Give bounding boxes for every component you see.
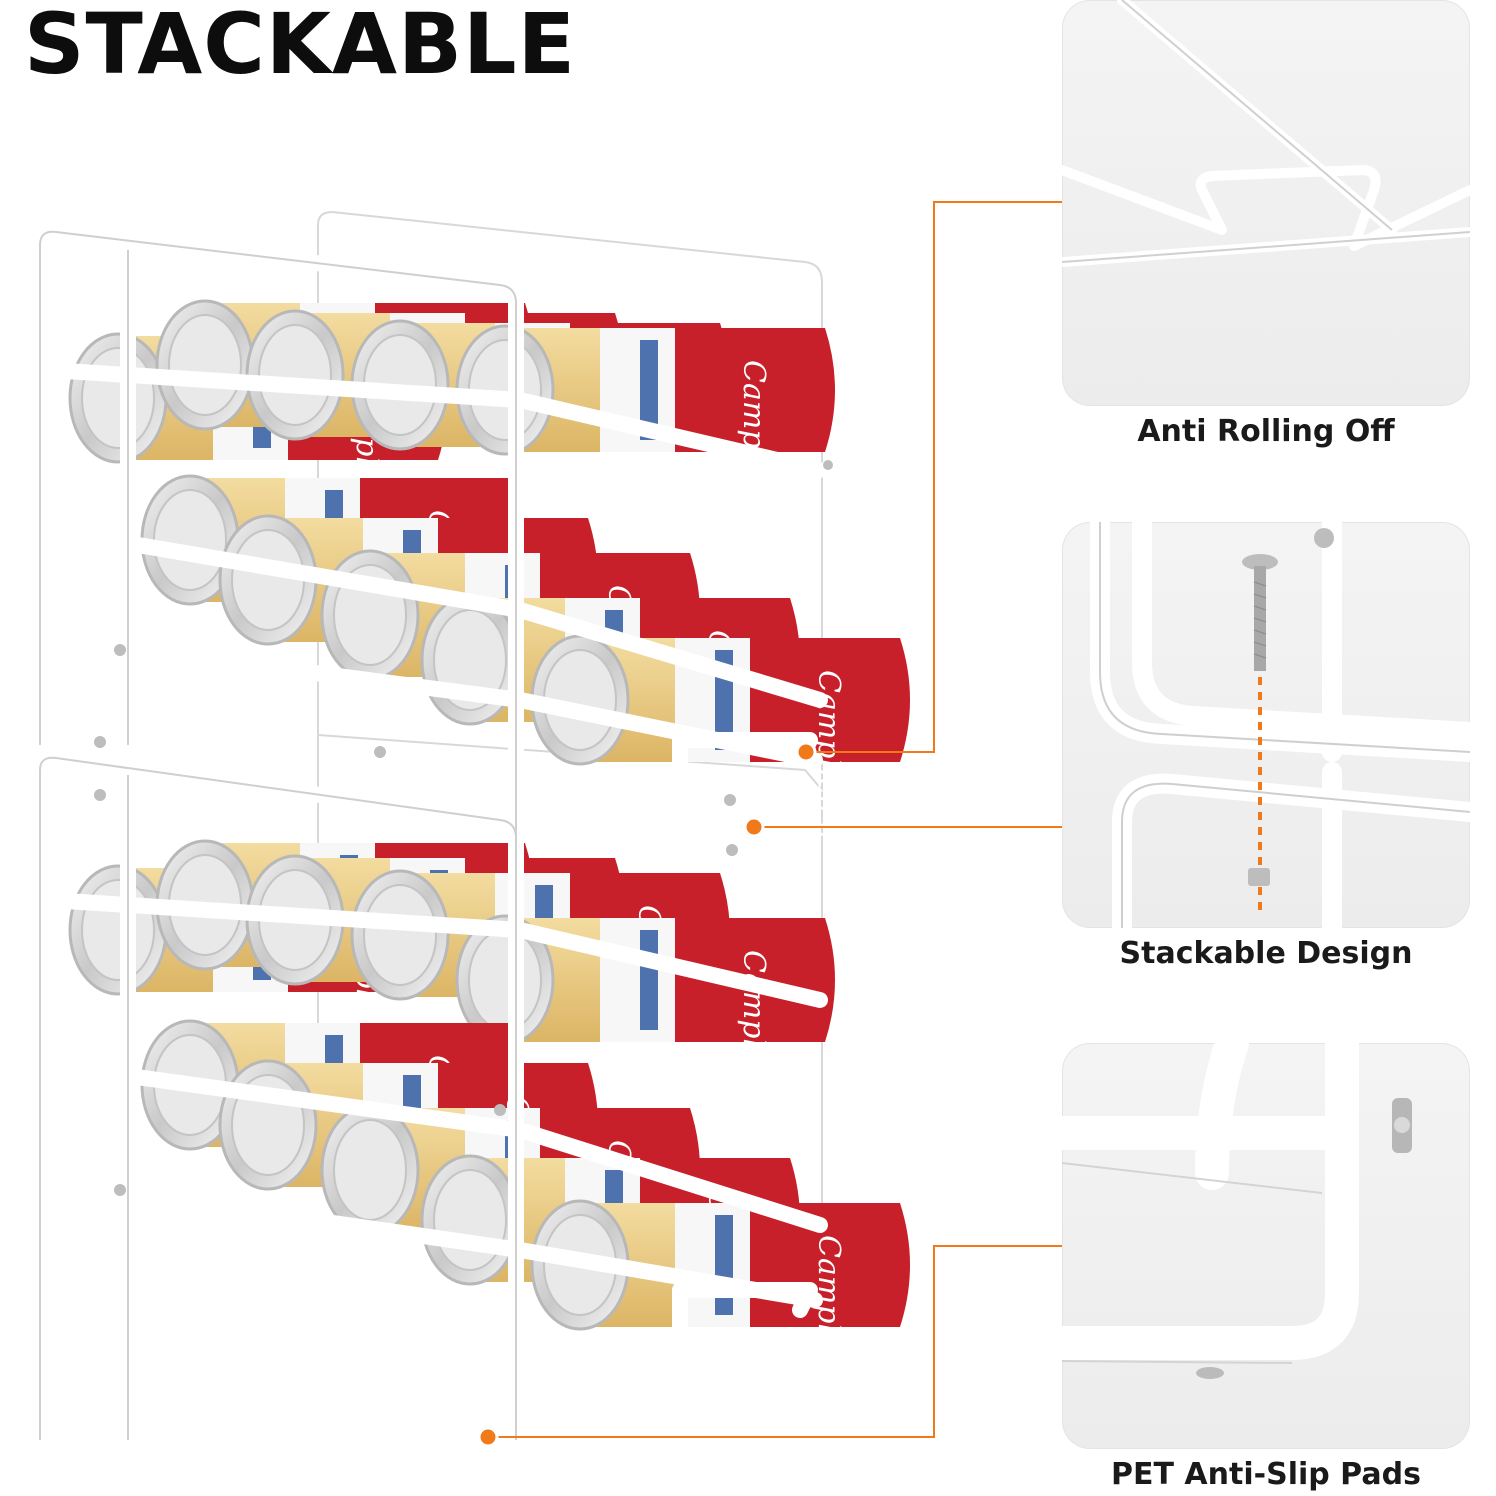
bolt-icon	[1242, 554, 1278, 671]
feature-label-anti-rolling: Anti Rolling Off	[1137, 414, 1395, 449]
callout-dot-anti-rolling	[795, 741, 817, 763]
feature-label-stackable: Stackable Design	[1119, 936, 1413, 971]
feature-panel-antislip	[1062, 1043, 1470, 1449]
callout-dot-stackable	[743, 816, 765, 838]
antislip-closeup-image	[1062, 1043, 1412, 1379]
feature-panel-anti-rolling	[1062, 0, 1470, 406]
callout-line-antislip	[488, 1245, 1062, 1438]
headline: STACKABLE	[24, 0, 576, 93]
feature-label-antislip: PET Anti-Slip Pads	[1111, 1457, 1421, 1492]
callout-line-anti-rolling	[806, 201, 1062, 753]
stackable-closeup-image	[1090, 522, 1470, 928]
can-rack-product-image: Campbell's	[32, 205, 912, 1448]
callout-dot-antislip	[477, 1426, 499, 1448]
nut-icon	[1248, 868, 1270, 886]
anti-rolling-closeup-image	[1062, 0, 1470, 267]
feature-panel-stackable	[1062, 522, 1470, 928]
